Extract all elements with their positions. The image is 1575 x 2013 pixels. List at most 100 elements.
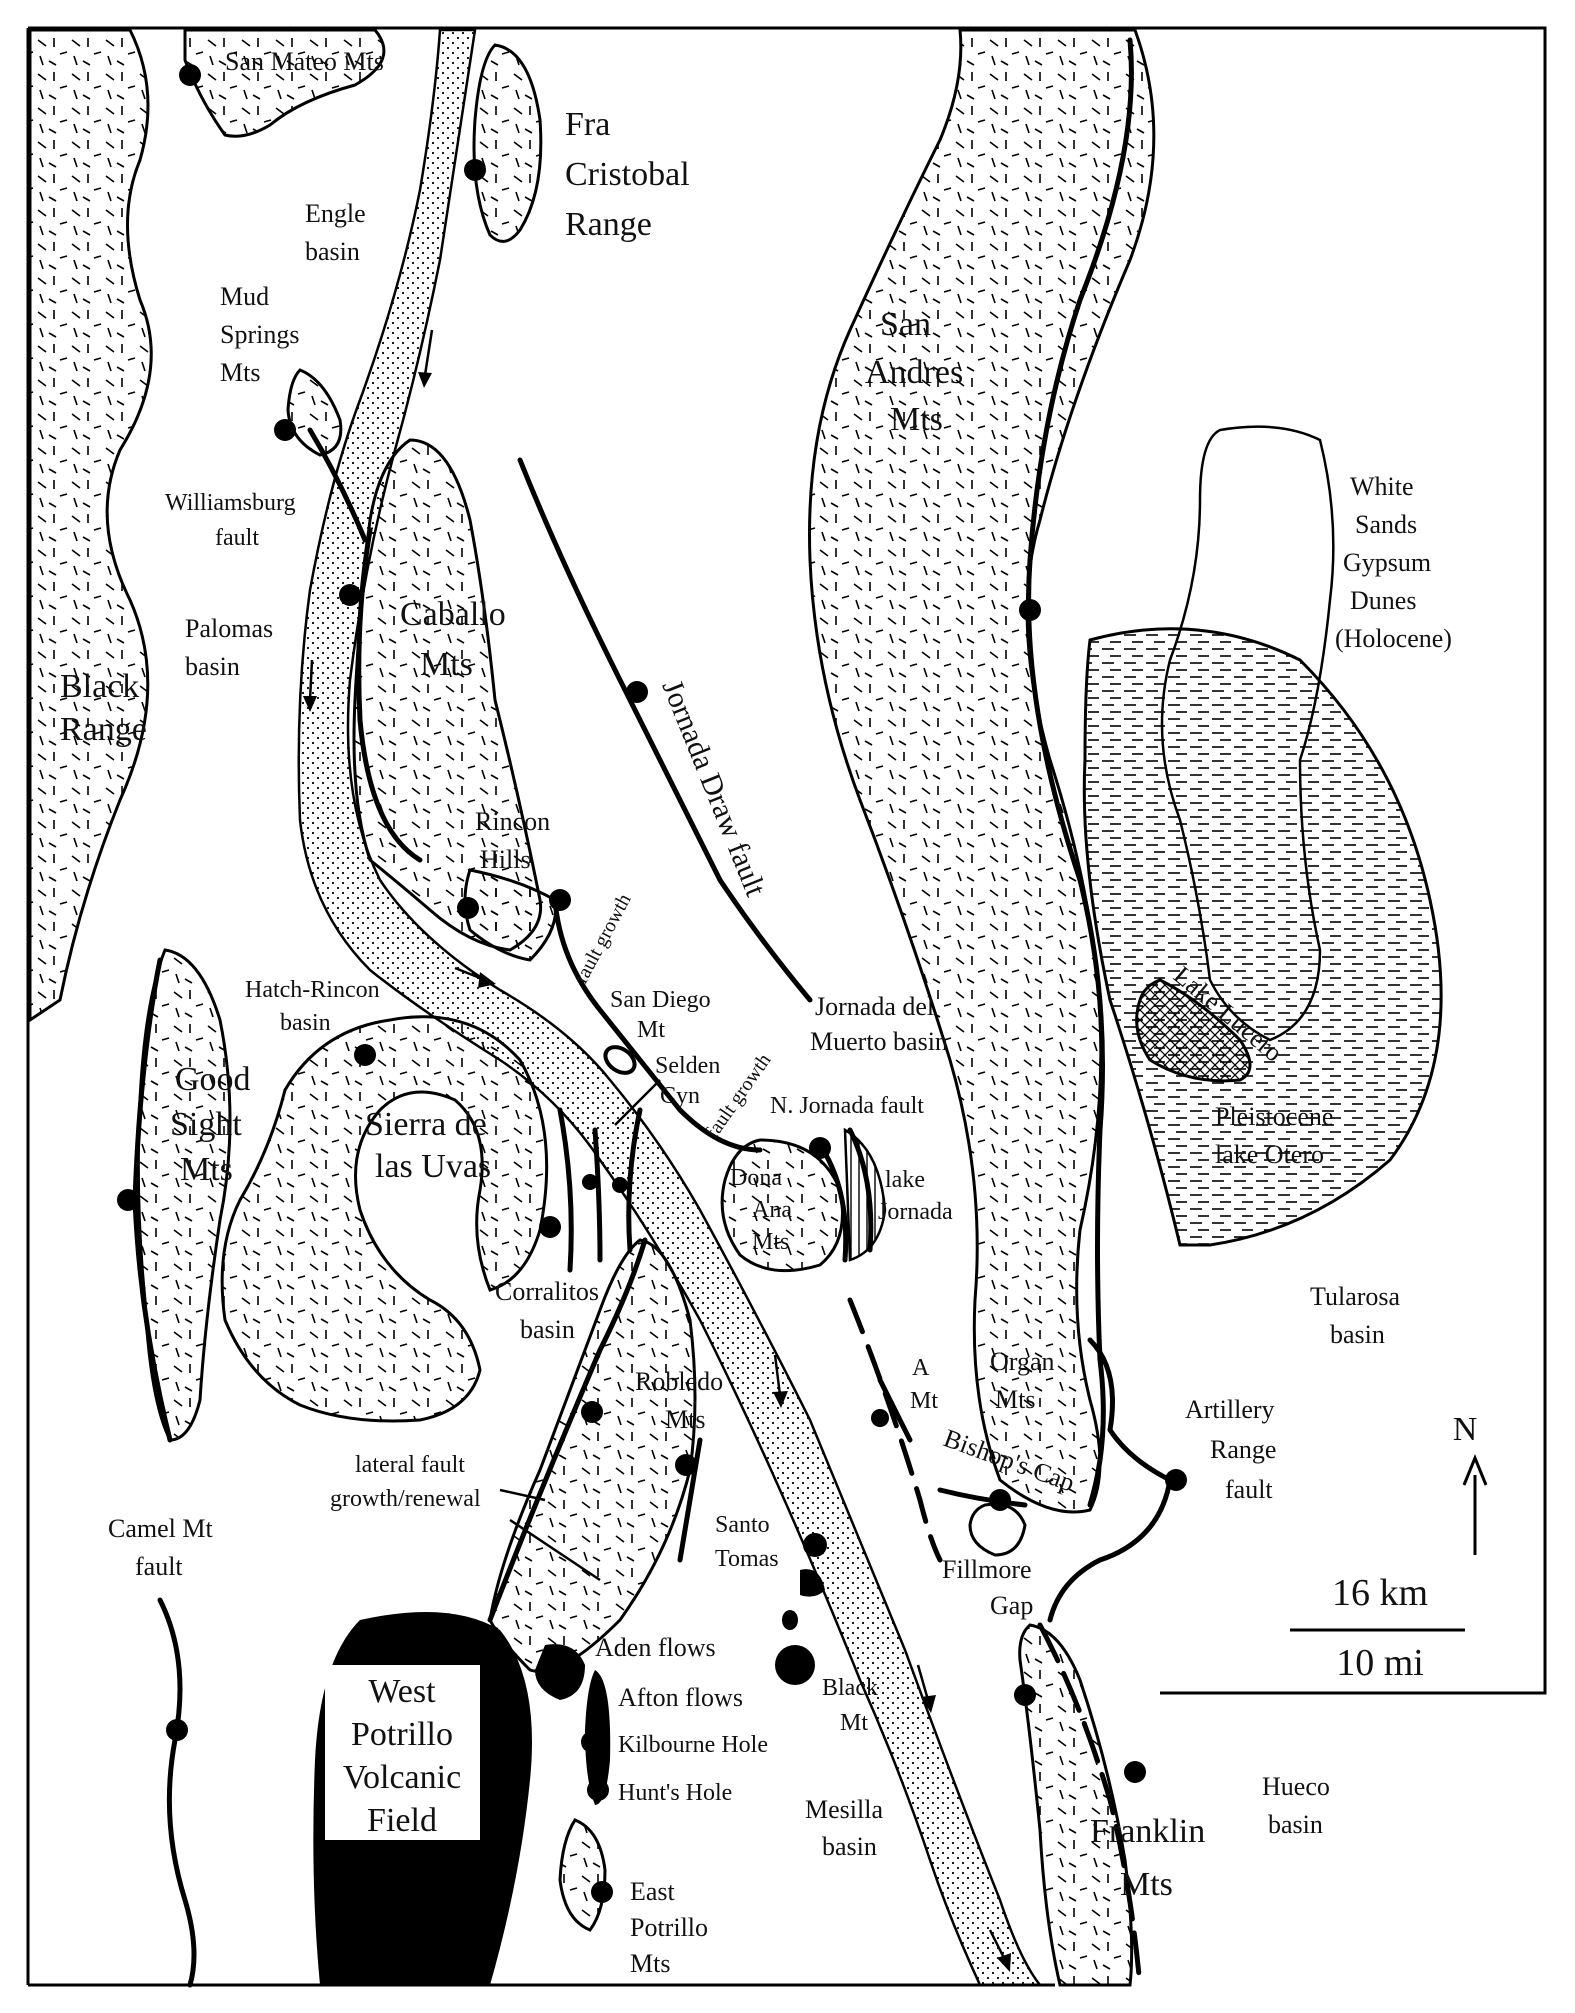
label-williamsburg-1: Williamsburg [165, 490, 296, 516]
label-west-potrillo-3: Volcanic [343, 1759, 461, 1796]
flow-arrowhead-2 [303, 696, 317, 712]
label-kilbourne: Kilbourne Hole [618, 1732, 768, 1758]
label-hatch-rincon-1: Hatch-Rincon [245, 977, 380, 1003]
flow-arrow-1 [423, 329, 434, 376]
label-palomas-2: basin [185, 652, 240, 681]
dona-ana-area [720, 1138, 844, 1273]
flow-arrowhead-5 [921, 1695, 936, 1713]
label-sierra-uvas-1: Sierra de [365, 1106, 487, 1143]
label-rincon-hills-1: Rincon [475, 807, 550, 836]
label-palomas-1: Palomas [185, 614, 273, 643]
label-organ-1: Organ [990, 1347, 1055, 1376]
label-san-mateo: San Mateo Mts [225, 47, 384, 76]
label-san-andres-1: San [880, 306, 931, 343]
label-mud-springs-2: Springs [220, 320, 299, 349]
white-sands-outline [1160, 425, 1335, 1042]
label-lake-otero-2: lake Otero [1215, 1140, 1324, 1169]
label-a-mt-2: Mt [910, 1388, 938, 1414]
jornada-draw-fault [517, 457, 813, 1003]
label-lake-jornada-1: lake [885, 1167, 925, 1193]
franklin-fault [1037, 1622, 1143, 1988]
label-west-potrillo-2: Potrillo [351, 1716, 453, 1753]
bishops-cap-fault [937, 1487, 1028, 1508]
lake-otero-area [1082, 627, 1443, 1247]
east-potrillo-area [558, 1818, 607, 1932]
flow-arrowhead-4 [773, 1391, 788, 1408]
label-hueco-2: basin [1268, 1810, 1323, 1839]
label-lake-jornada-2: Jornada [878, 1199, 953, 1225]
west-potrillo-label-box [325, 1665, 480, 1840]
label-jornada-muerto-2: Muerto basin [810, 1027, 948, 1056]
map-frame [28, 26, 1547, 1987]
label-camel-mt-1: Camel Mt [108, 1514, 213, 1543]
label-organ-2: Mts [995, 1385, 1035, 1414]
label-black-range-1: Black [60, 668, 139, 705]
label-franklin-1: Franklin [1090, 1813, 1205, 1850]
fault-markers [117, 64, 1187, 1903]
label-a-mt-1: A [912, 1355, 930, 1381]
lake-jornada-area [843, 1127, 887, 1262]
label-fra-cristobal-2: Cristobal [565, 156, 690, 193]
flow-arrow-5 [916, 1664, 930, 1701]
north-arrow-icon [1462, 1454, 1488, 1486]
label-dona-ana-2: Ana [752, 1197, 792, 1223]
label-east-potrillo-2: Potrillo [630, 1913, 708, 1942]
aden-flows-area [535, 1644, 585, 1700]
label-selden-1: Selden [655, 1053, 720, 1079]
flow-arrow-6 [988, 1929, 1007, 1961]
scale-km: 16 km [1332, 1572, 1428, 1614]
label-franklin-2: Mts [1120, 1866, 1173, 1903]
label-fra-cristobal-1: Fra [565, 106, 610, 143]
black-mt-cone [775, 1645, 815, 1685]
flow-arrow-2 [308, 659, 314, 701]
label-fillmore-2: Gap [990, 1591, 1033, 1620]
san-mateo-area [183, 28, 386, 138]
san-andres-fault [1026, 37, 1134, 1508]
label-lake-otero-1: Pleistocene [1215, 1102, 1333, 1131]
robledo-fault-west [487, 1237, 648, 1623]
label-hatch-rincon-2: basin [280, 1010, 331, 1036]
fra-cristobal-area [472, 43, 543, 243]
label-black-mt-1: Black [822, 1675, 878, 1701]
label-selden-2: Cyn [660, 1083, 700, 1109]
label-dona-ana-3: Mts [752, 1229, 789, 1255]
uvas-fault-1 [557, 1107, 574, 1273]
label-west-potrillo-4: Field [367, 1802, 437, 1839]
scale-mi: 10 mi [1336, 1642, 1424, 1684]
kilbourne-hole-icon [581, 1731, 603, 1753]
label-robledo-2: Mts [665, 1405, 705, 1434]
label-santo-tomas-2: Tomas [715, 1546, 779, 1572]
small-cone [782, 1610, 798, 1630]
label-east-potrillo-3: Mts [630, 1949, 670, 1978]
flow-arrowhead-1 [418, 372, 432, 388]
label-west-potrillo-1: West [368, 1673, 436, 1710]
organ-fault-dashed [847, 1297, 943, 1563]
label-robledo-1: Robledo [635, 1367, 723, 1396]
label-engle-1: Engle [305, 199, 366, 228]
label-engle-2: basin [305, 237, 360, 266]
label-white-sands-3: Gypsum [1343, 548, 1431, 577]
label-corralitos-2: basin [520, 1315, 575, 1344]
camel-mt-fault [157, 1597, 197, 1988]
sierra-uvas-area [220, 1015, 549, 1423]
label-mesilla-2: basin [822, 1832, 877, 1861]
label-tularosa-2: basin [1330, 1320, 1385, 1349]
hunts-hole-icon [587, 1779, 609, 1801]
label-fillmore-1: Fillmore [942, 1555, 1032, 1584]
label-good-sight-3: Mts [180, 1151, 233, 1188]
san-diego-mt-ellipse [603, 1045, 637, 1075]
label-san-diego-2: Mt [637, 1017, 665, 1043]
north-arrow-label: N [1453, 1411, 1478, 1448]
label-good-sight-2: Sight [170, 1106, 242, 1143]
rio-grande-valley [297, 28, 1043, 1987]
label-san-diego-1: San Diego [610, 987, 711, 1013]
label-dona-ana-1: Dona [730, 1165, 782, 1191]
rincon-hills-area [463, 868, 558, 962]
label-corralitos-1: Corralitos [495, 1277, 599, 1306]
robledo-fault-east [677, 1437, 703, 1563]
label-white-sands-5: (Holocene) [1335, 624, 1452, 653]
label-fault-growth-1: fault growth [570, 890, 636, 987]
label-lateral-2: growth/renewal [330, 1486, 481, 1512]
fillmore-hill [968, 1502, 1027, 1557]
